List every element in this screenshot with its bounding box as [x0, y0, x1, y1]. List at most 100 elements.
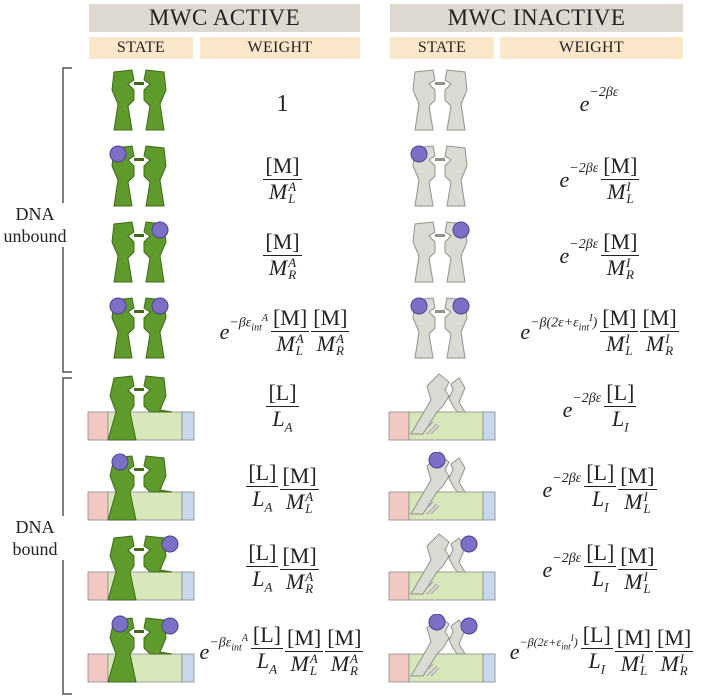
frac-num: [L] [246, 539, 279, 567]
repressor-inactive-dna-right-bound-icon [387, 532, 497, 608]
frac-num: [M] [311, 304, 350, 332]
header-mwc-inactive: MWC INACTIVE [390, 4, 683, 32]
frac-sup: I [665, 331, 670, 347]
exp-power: −2βε [552, 471, 582, 486]
frac-den: L [591, 485, 605, 511]
frac-num: [L] [604, 379, 637, 407]
exp-base: e [509, 639, 520, 664]
weight-label: WEIGHT [559, 39, 624, 56]
repressor-inactive-both-bound-icon [385, 294, 495, 370]
frac-num: [M] [325, 624, 364, 652]
weight-one: 1 [276, 90, 289, 117]
frac-num: [M] [614, 624, 653, 652]
state-label: STATE [417, 39, 467, 56]
exp-sub: int [231, 642, 242, 654]
state-label: STATE [116, 39, 166, 56]
frac-num: [L] [584, 539, 617, 567]
frac-sup: A [305, 569, 314, 585]
repressor-active-both-bound-icon [84, 294, 194, 370]
frac-sub: L [643, 501, 651, 517]
repressor-active-left-bound-icon [84, 142, 194, 218]
frac-sub: I [624, 419, 629, 435]
frac-sub: R [288, 267, 297, 283]
frac-sup: A [350, 651, 358, 667]
frac-sup: A [335, 331, 344, 347]
weight-active: 1 [200, 66, 365, 142]
frac-num: [M] [618, 542, 657, 570]
frac-sup: A [288, 179, 297, 195]
frac-den: M [606, 330, 625, 356]
exp-base: e [520, 319, 531, 344]
frac-sup: I [679, 651, 685, 667]
frac-num: [M] [640, 304, 679, 332]
frac-sup: I [625, 331, 630, 347]
frac-den: M [620, 650, 639, 676]
exp-power: −2βε [572, 391, 602, 406]
group-unbound-line1: DNA [15, 204, 55, 224]
frac-num: [L] [250, 621, 284, 649]
frac-num: [M] [601, 152, 640, 180]
frac-num: [M] [263, 152, 302, 180]
exp-power: −2βε [552, 551, 582, 566]
repressor-active-dna-both-bound-icon [86, 614, 196, 690]
frac-den: L [588, 647, 601, 673]
repressor-inactive-left-bound-icon [385, 142, 495, 218]
frac-den: M [606, 254, 626, 280]
frac-den: L [591, 565, 605, 591]
weight-inactive: e−2βε [497, 66, 703, 142]
frac-sub: L [305, 501, 313, 517]
frac-sub: L [309, 663, 318, 679]
exp-power: −βε [209, 635, 232, 651]
exp-power: −2βε [569, 237, 599, 252]
exp-sup: A [261, 313, 268, 324]
repressor-active-dna-left-bound-icon [86, 452, 196, 528]
weight-active: [L]LA [200, 372, 365, 448]
frac-sup: A [309, 651, 318, 667]
frac-sub: A [264, 579, 273, 595]
subheader-inactive-weight: WEIGHT [500, 37, 683, 59]
exp-base: e [579, 91, 590, 116]
exp-close: ) [592, 315, 598, 331]
frac-num: [M] [618, 462, 657, 490]
repressor-active-dna-icon [86, 372, 196, 448]
frac-sup: I [626, 179, 631, 195]
frac-den: M [285, 568, 305, 594]
frac-sup: I [643, 489, 648, 505]
repressor-active-dna-right-bound-icon [86, 532, 196, 608]
group-bound-line2: bound [12, 539, 58, 559]
exp-sub: int [578, 322, 590, 334]
header-mwc-active: MWC ACTIVE [89, 4, 360, 32]
exp-power: −βε [229, 315, 252, 331]
exp-base: e [219, 319, 230, 344]
frac-sub: R [335, 343, 344, 359]
frac-sub: R [679, 663, 688, 679]
frac-sub: L [295, 343, 303, 359]
exp-base: e [542, 477, 553, 502]
repressor-inactive-dna-left-bound-icon [387, 452, 497, 528]
frac-sub: R [305, 581, 314, 597]
header-inactive-label: MWC INACTIVE [447, 5, 626, 30]
repressor-inactive-right-bound-icon [385, 218, 495, 294]
group-label-unbound: DNA unbound [0, 203, 70, 247]
frac-sup: A [305, 489, 314, 505]
frac-den: L [272, 405, 285, 431]
weight-inactive: e−2βε [L]LI [497, 372, 703, 448]
frac-den: L [252, 565, 265, 591]
table-row: [L]LA e−2βε [L]LI [0, 372, 705, 448]
repressor-inactive-icon [385, 66, 495, 142]
exp-power: −2βε [569, 161, 599, 176]
subheader-active-weight: WEIGHT [200, 37, 360, 59]
frac-den: M [645, 330, 665, 356]
frac-den: M [316, 330, 335, 356]
